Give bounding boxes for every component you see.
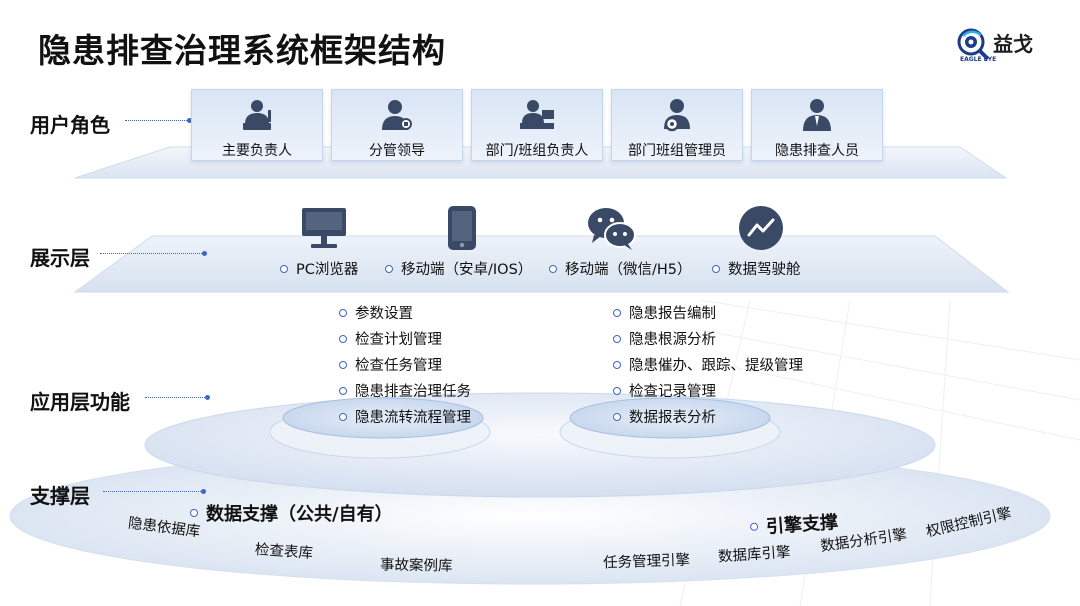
logo-name: 益戈 <box>993 32 1033 56</box>
role-card-inspector: 隐患排查人员 <box>751 89 883 161</box>
app-item-right: 检查记录管理 <box>613 380 716 401</box>
bullet-icon <box>712 264 720 273</box>
app-item-label: 隐患排查治理任务 <box>355 384 471 400</box>
layer-connector <box>100 253 204 254</box>
support-data-item: 检查表库 <box>254 541 314 562</box>
layer-connector-dot <box>202 251 207 256</box>
role-label: 部门班组管理员 <box>628 143 726 159</box>
person-gear-icon <box>664 99 690 132</box>
monitor-icon <box>302 208 346 248</box>
presentation-label: 数据驾驶舱 <box>728 262 801 278</box>
bullet-icon <box>613 386 621 395</box>
app-item-right: 隐患报告编制 <box>613 302 716 323</box>
support-data-item: 事故案例库 <box>379 557 453 575</box>
role-card-department-head: 部门/班组负责人 <box>471 89 603 161</box>
page-title: 隐患排查治理系统框架结构 <box>38 31 446 70</box>
layer-connector <box>145 397 207 398</box>
bullet-icon <box>613 308 621 317</box>
role-card-main-leader: 主要负责人 <box>191 89 323 161</box>
presentation-item-pc: PC浏览器 <box>280 258 358 279</box>
layer-connector <box>103 491 203 492</box>
presentation-label: 移动端（安卓/IOS） <box>401 262 533 278</box>
bullet-icon <box>339 334 347 343</box>
person-badge-icon <box>382 100 412 130</box>
person-desk-icon <box>520 100 554 129</box>
bullet-icon <box>339 308 347 317</box>
trend-chart-icon <box>739 206 783 250</box>
role-card-department-admin: 部门班组管理员 <box>611 89 743 161</box>
bullet-icon <box>385 264 393 273</box>
layer-label-support: 支撑层 <box>30 484 90 508</box>
role-label: 分管领导 <box>369 143 425 159</box>
speaker-person-icon <box>243 100 271 130</box>
presentation-label: 移动端（微信/H5） <box>565 262 692 278</box>
app-item-right: 数据报表分析 <box>613 406 716 427</box>
layer-connector-dot <box>205 395 210 400</box>
bullet-icon <box>339 360 347 369</box>
layer-label-presentation: 展示层 <box>30 246 90 270</box>
bullet-icon <box>339 386 347 395</box>
app-item-label: 隐患根源分析 <box>629 332 716 348</box>
app-item-left: 参数设置 <box>339 302 413 323</box>
app-item-left: 检查任务管理 <box>339 354 442 375</box>
support-heading-label: 数据支撑（公共/自有） <box>206 504 393 525</box>
bullet-icon <box>549 264 557 273</box>
layer-connector-dot <box>201 489 206 494</box>
app-item-left: 检查计划管理 <box>339 328 442 349</box>
bullet-icon <box>339 412 347 421</box>
app-item-left: 隐患排查治理任务 <box>339 380 471 401</box>
bullet-icon <box>749 522 759 532</box>
presentation-item-dashboard: 数据驾驶舱 <box>712 258 801 279</box>
layer-connector-dot <box>187 118 192 123</box>
bullet-icon <box>613 360 621 369</box>
layer-label-application: 应用层功能 <box>30 390 130 414</box>
presentation-item-mobile-app: 移动端（安卓/IOS） <box>385 258 532 279</box>
app-item-label: 隐患催办、跟踪、提级管理 <box>629 358 803 374</box>
presentation-item-mobile-wechat: 移动端（微信/H5） <box>549 258 692 279</box>
app-item-label: 参数设置 <box>355 306 413 322</box>
person-suit-icon <box>803 99 831 131</box>
layer-label-user-roles: 用户角色 <box>30 113 110 137</box>
app-item-label: 检查任务管理 <box>355 358 442 374</box>
role-card-deputy-leader: 分管领导 <box>331 89 463 161</box>
support-engine-item: 任务管理引擎 <box>602 552 691 572</box>
app-item-label: 检查记录管理 <box>629 384 716 400</box>
bullet-icon <box>613 334 621 343</box>
app-item-label: 隐患报告编制 <box>629 306 716 322</box>
bullet-icon <box>280 264 288 273</box>
role-label: 部门/班组负责人 <box>485 143 589 159</box>
app-item-left: 隐患流转流程管理 <box>339 406 471 427</box>
logo-subtitle: EAGLE EYE <box>960 56 997 63</box>
bullet-icon <box>613 412 621 421</box>
layer-connector <box>125 120 189 121</box>
app-item-label: 隐患流转流程管理 <box>355 410 471 426</box>
eagle-eye-logo-icon <box>957 28 990 61</box>
app-item-label: 数据报表分析 <box>629 410 716 426</box>
support-data-heading: 数据支撑（公共/自有） <box>190 500 393 526</box>
app-item-label: 检查计划管理 <box>355 332 442 348</box>
role-label: 主要负责人 <box>222 143 292 159</box>
phone-icon <box>448 206 476 250</box>
app-item-right: 隐患催办、跟踪、提级管理 <box>613 354 803 375</box>
bullet-icon <box>190 509 198 517</box>
role-label: 隐患排查人员 <box>775 143 859 159</box>
presentation-label: PC浏览器 <box>296 262 359 278</box>
app-item-right: 隐患根源分析 <box>613 328 716 349</box>
wechat-icon <box>588 208 636 250</box>
